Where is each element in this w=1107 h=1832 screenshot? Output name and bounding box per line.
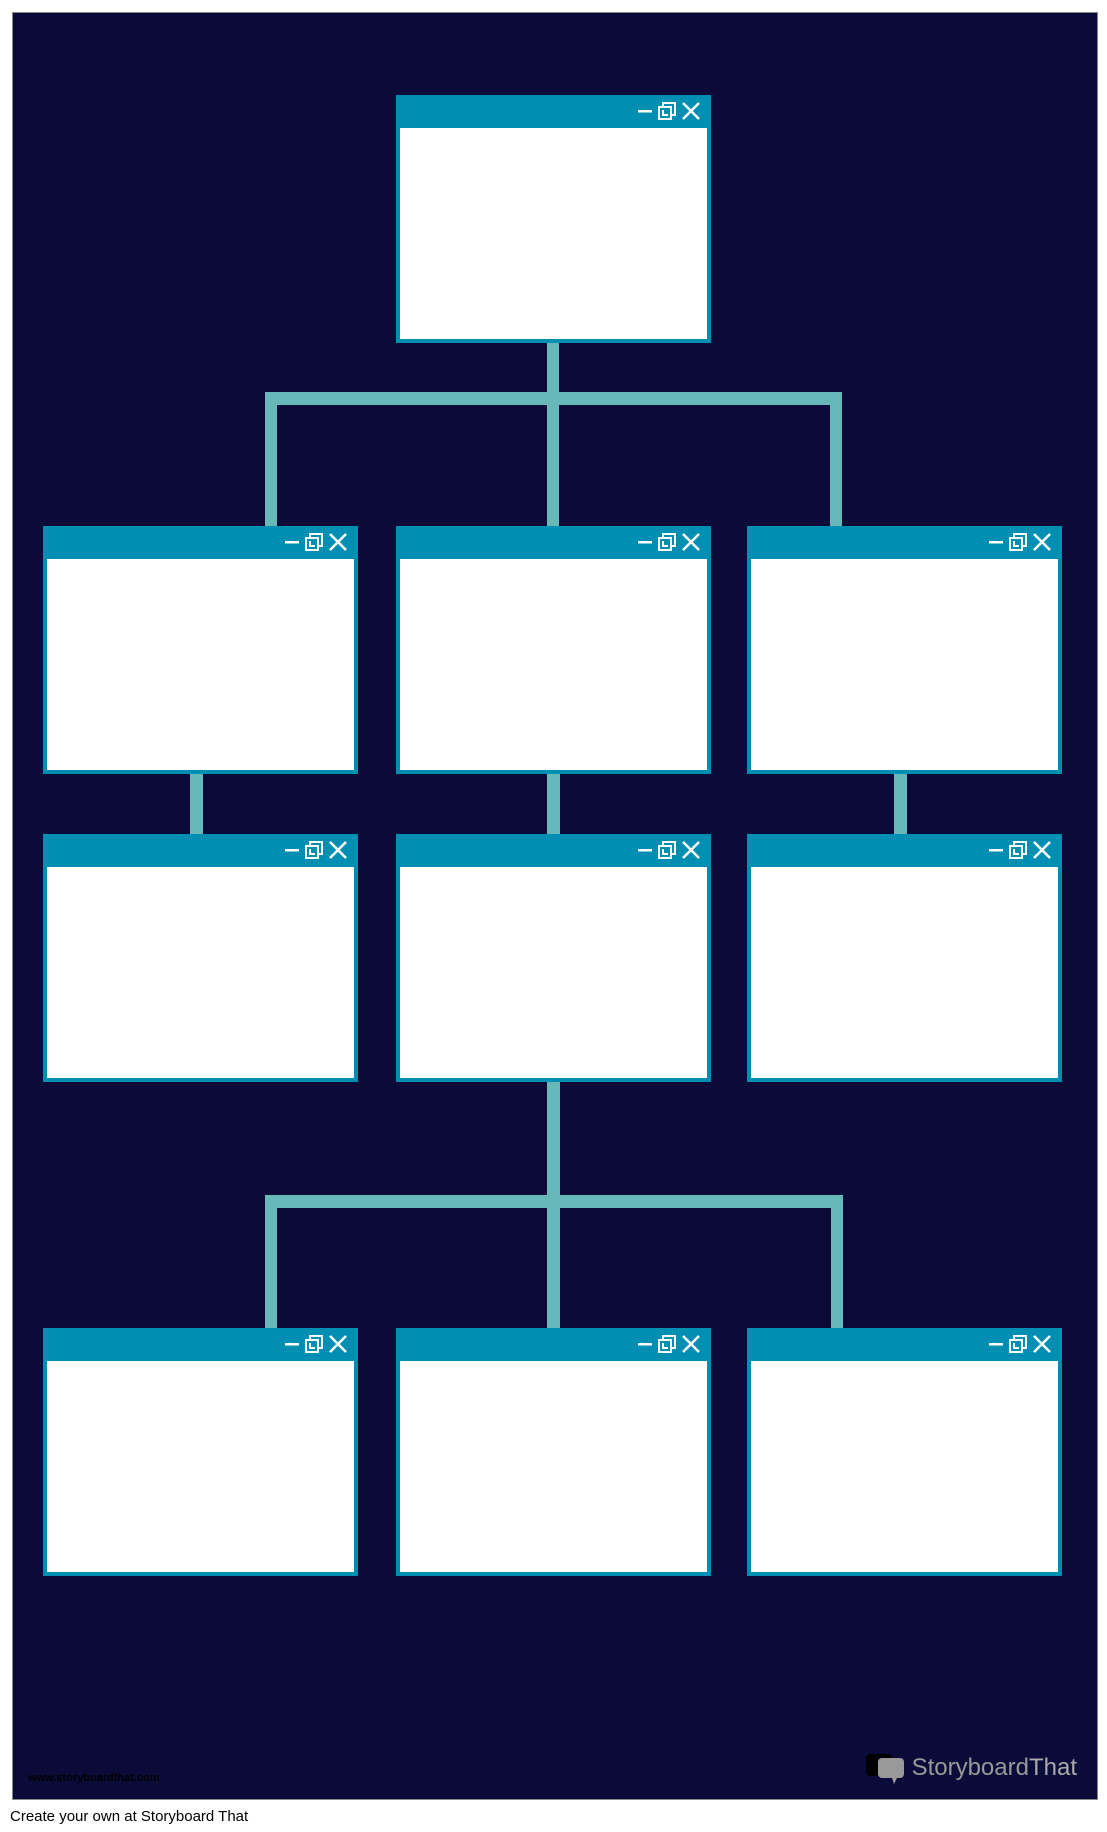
minimize-icon[interactable]: [284, 534, 300, 550]
connector: [547, 1195, 560, 1328]
window-content[interactable]: [47, 559, 354, 770]
connector: [547, 392, 559, 526]
minimize-icon[interactable]: [988, 1336, 1004, 1352]
window-level3-center[interactable]: [396, 834, 711, 1082]
close-icon[interactable]: [328, 840, 348, 860]
window-root[interactable]: [396, 95, 711, 343]
connector: [547, 343, 559, 399]
restore-icon[interactable]: [305, 1335, 323, 1353]
connector: [830, 392, 842, 526]
restore-icon[interactable]: [658, 533, 676, 551]
window-level2-right[interactable]: [747, 526, 1062, 774]
close-icon[interactable]: [328, 1334, 348, 1354]
minimize-icon[interactable]: [637, 842, 653, 858]
minimize-icon[interactable]: [284, 1336, 300, 1352]
close-icon[interactable]: [681, 101, 701, 121]
restore-icon[interactable]: [658, 841, 676, 859]
minimize-icon[interactable]: [284, 842, 300, 858]
window-content[interactable]: [751, 559, 1058, 770]
close-icon[interactable]: [1032, 532, 1052, 552]
connector: [894, 774, 907, 834]
close-icon[interactable]: [681, 532, 701, 552]
connector: [265, 1195, 277, 1328]
footer-link[interactable]: Create your own at Storyboard That: [10, 1808, 249, 1825]
close-icon[interactable]: [681, 840, 701, 860]
restore-icon[interactable]: [1009, 1335, 1027, 1353]
minimize-icon[interactable]: [637, 534, 653, 550]
minimize-icon[interactable]: [988, 534, 1004, 550]
window-level4-right[interactable]: [747, 1328, 1062, 1576]
window-content[interactable]: [47, 1361, 354, 1572]
close-icon[interactable]: [1032, 840, 1052, 860]
restore-icon[interactable]: [305, 841, 323, 859]
window-content[interactable]: [400, 128, 707, 339]
speech-bubble-icon: [865, 1754, 904, 1784]
window-content[interactable]: [400, 867, 707, 1078]
restore-icon[interactable]: [1009, 533, 1027, 551]
window-level4-center[interactable]: [396, 1328, 711, 1576]
window-content[interactable]: [751, 867, 1058, 1078]
minimize-icon[interactable]: [637, 103, 653, 119]
window-level2-left[interactable]: [43, 526, 358, 774]
minimize-icon[interactable]: [988, 842, 1004, 858]
connector: [265, 392, 277, 526]
window-content[interactable]: [400, 559, 707, 770]
window-level3-left[interactable]: [43, 834, 358, 1082]
connector: [190, 774, 203, 834]
close-icon[interactable]: [1032, 1334, 1052, 1354]
restore-icon[interactable]: [1009, 841, 1027, 859]
minimize-icon[interactable]: [637, 1336, 653, 1352]
connector: [547, 774, 560, 834]
restore-icon[interactable]: [658, 102, 676, 120]
connector: [831, 1195, 843, 1328]
close-icon[interactable]: [328, 532, 348, 552]
watermark-url: www.storyboardthat.com: [28, 1772, 160, 1784]
window-level3-right[interactable]: [747, 834, 1062, 1082]
window-level2-center[interactable]: [396, 526, 711, 774]
close-icon[interactable]: [681, 1334, 701, 1354]
restore-icon[interactable]: [658, 1335, 676, 1353]
connector: [547, 1081, 560, 1208]
window-content[interactable]: [400, 1361, 707, 1572]
restore-icon[interactable]: [305, 533, 323, 551]
window-content[interactable]: [751, 1361, 1058, 1572]
window-content[interactable]: [47, 867, 354, 1078]
window-level4-left[interactable]: [43, 1328, 358, 1576]
